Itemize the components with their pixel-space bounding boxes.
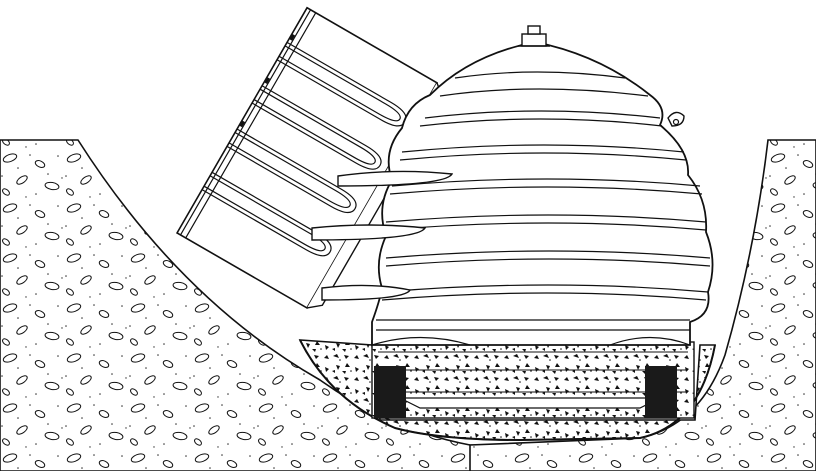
left-soil-bank: [0, 139, 816, 471]
tank-neck: [521, 33, 547, 47]
connector-straps: [311, 170, 454, 301]
upright-tank: [371, 25, 714, 346]
right-support-block: [645, 366, 677, 418]
left-support-block: [374, 366, 406, 418]
